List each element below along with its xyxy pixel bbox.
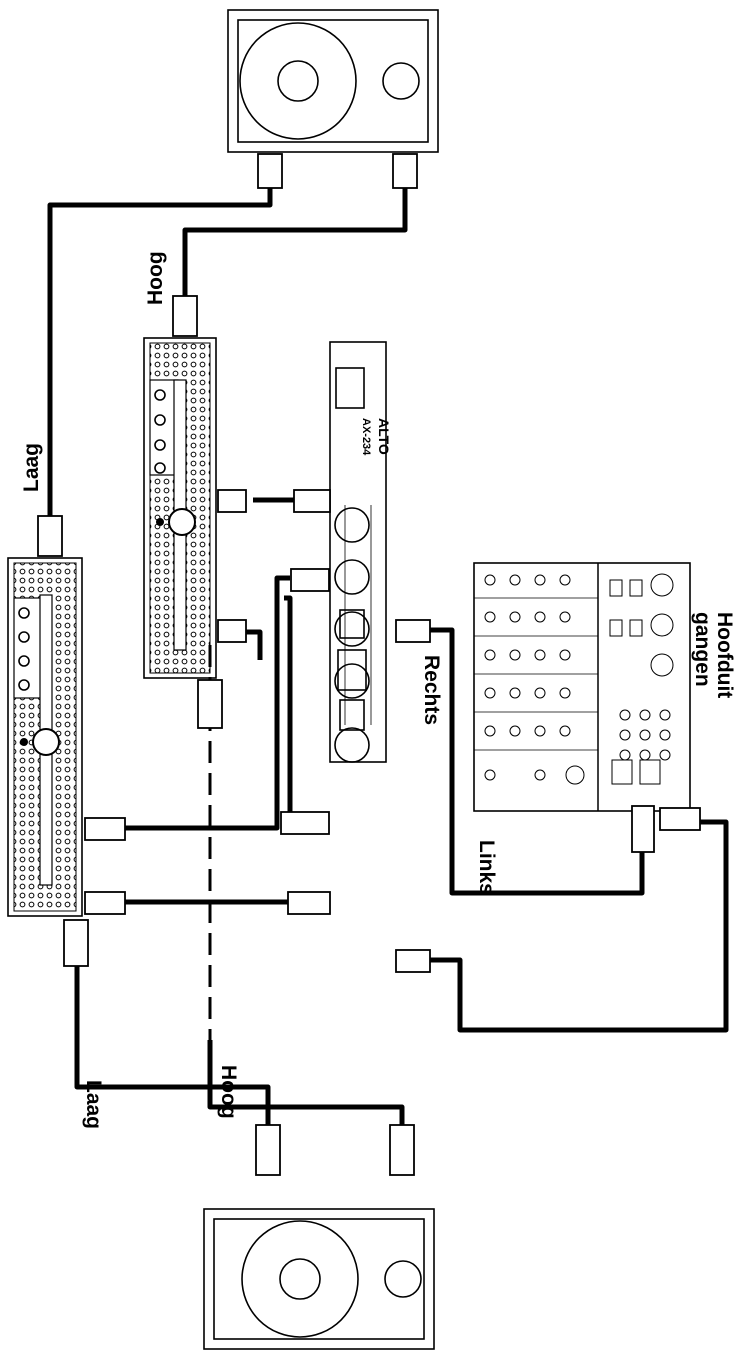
crossover-unit: ALTO AX-234 — [330, 342, 392, 762]
label-main-outputs-1: Hoofduit — [713, 612, 736, 698]
label-right: Rechts — [420, 655, 443, 725]
label-left: Links — [475, 840, 498, 895]
label-high-top: Hoog — [144, 251, 167, 305]
crossover-model: AX-234 — [360, 418, 372, 456]
amplifier-high — [144, 338, 216, 678]
label-main-outputs-2: gangen — [691, 612, 714, 687]
label-high-bottom: Hoog — [217, 1065, 240, 1119]
speaker-top — [228, 10, 438, 152]
crossover-brand: ALTO — [376, 418, 392, 455]
amplifier-low — [8, 558, 82, 916]
label-low-bottom: Laag — [82, 1080, 105, 1129]
speaker-bottom — [204, 1209, 434, 1349]
mixer — [474, 563, 690, 811]
label-low-top: Laag — [20, 443, 43, 492]
